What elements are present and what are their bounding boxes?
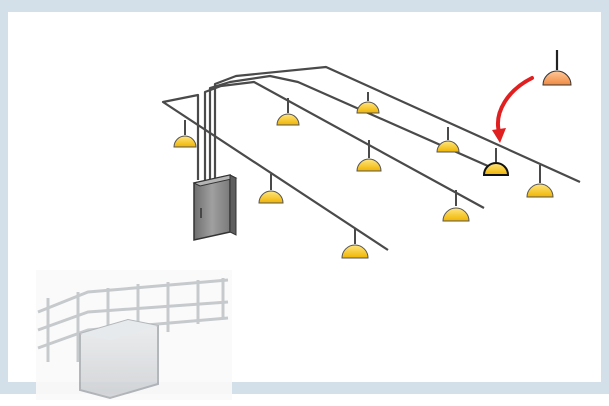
pendant-lamp-icon <box>356 92 380 114</box>
pendant-lamp-icon <box>276 98 300 126</box>
wire-run-front <box>161 93 389 251</box>
pendant-lamp-icon <box>173 120 197 148</box>
pendant-lamp-icon <box>258 174 284 204</box>
lighting-installation-diagram <box>36 50 581 400</box>
pendant-lamp-icon-highlighted <box>482 148 510 176</box>
curved-arrow-icon <box>492 76 534 143</box>
pendant-lamp-icon <box>356 140 382 172</box>
pendant-lamp-icon <box>341 228 369 259</box>
lamps <box>173 50 572 259</box>
pendant-lamp-icon <box>436 127 460 153</box>
cable-tray-icon <box>36 270 232 400</box>
replacement-lamp-icon <box>542 50 572 86</box>
wire-run-middle-back <box>208 74 507 180</box>
pendant-lamp-icon <box>442 190 470 222</box>
wiring <box>161 65 581 251</box>
wire-run-middle-front <box>203 80 485 209</box>
electrical-panel-icon <box>192 174 238 241</box>
pendant-lamp-icon <box>526 165 554 198</box>
wire-run-back <box>213 65 581 184</box>
